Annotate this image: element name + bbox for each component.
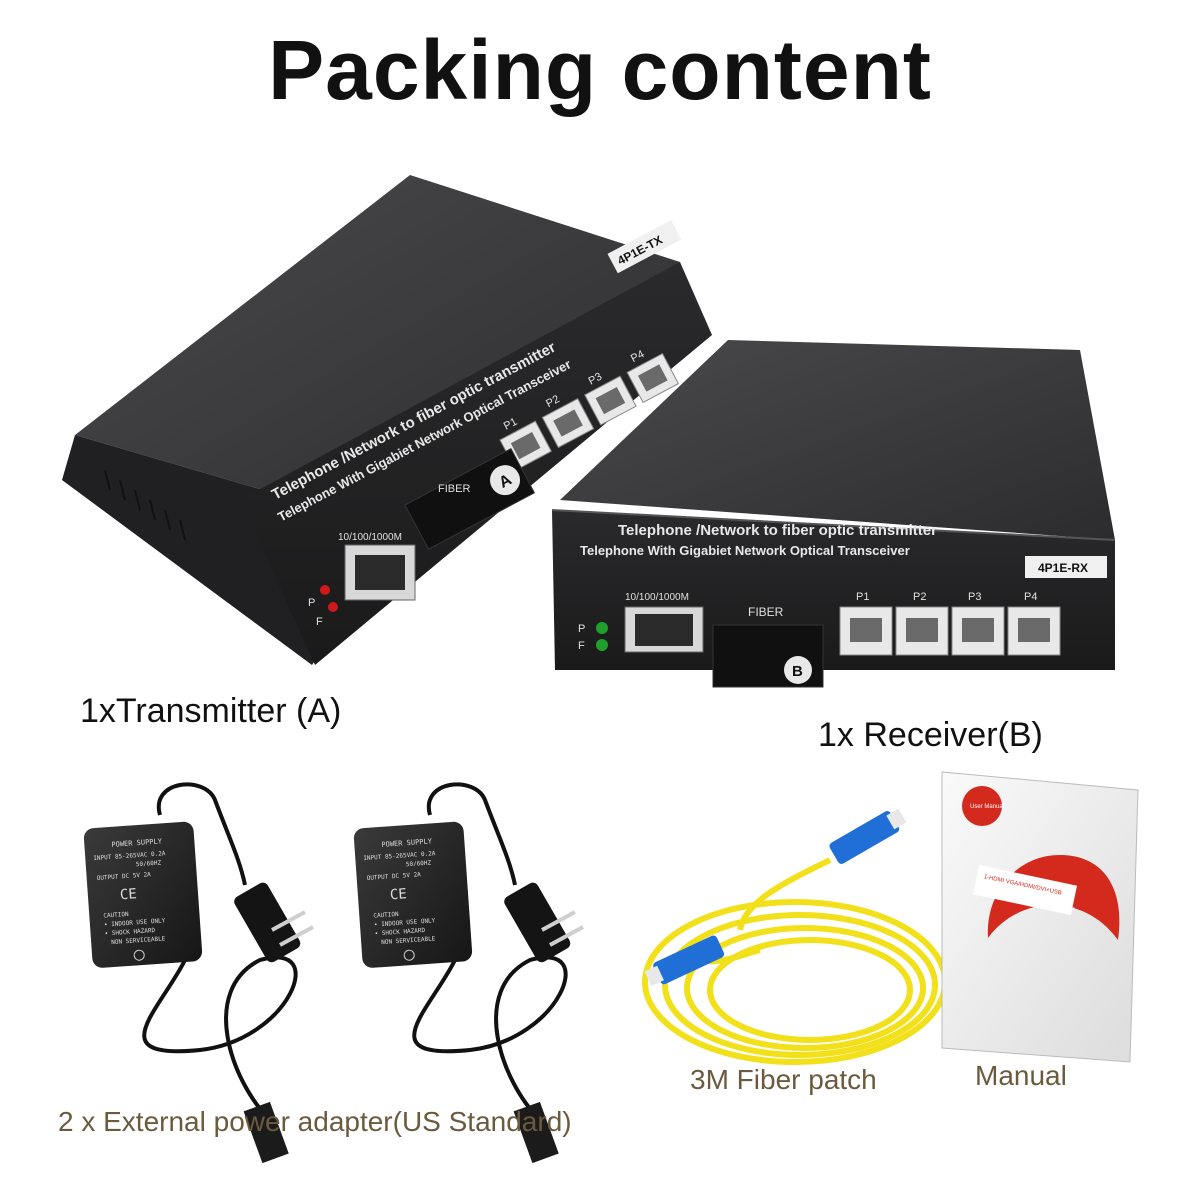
adapter-2-label-8: NON SERVICEABLE [381,935,436,946]
adapter-1-label-4: CE [119,886,137,903]
adapter-1-label-6: • INDOOR USE ONLY [104,917,166,928]
manual-cover [941,771,1139,1063]
adapter-1-plug [234,882,314,963]
transmitter-unit: Telephone /Network to fiber optic transm… [62,175,712,665]
adapter-1-cord-top [156,782,247,886]
adapter-2-body [353,821,473,968]
adapter-1-cord-bottom [142,955,298,1122]
adapter-2-label-7: • SHOCK HAZARD [374,927,425,938]
receiver-led-label-p: P [578,623,585,635]
adapter-1-label-0: POWER SUPPLY [111,837,163,849]
transmitter-model-tag [607,220,682,274]
adapter-2-cord-top [426,782,517,886]
receiver-port-p4 [1007,606,1061,656]
transmitter-top [75,175,680,530]
manual-tag: User Manual [970,804,1004,810]
adapter-2-label-4: CE [389,886,407,903]
receiver-port-label-p1: P1 [856,591,869,603]
user-manual: User Manual 1-HDMI VGA/HDMI/DVI+USB HD F… [941,771,1139,1063]
receiver-led-label-f: F [578,640,585,652]
transmitter-port-label-p2: P2 [544,393,562,410]
transmitter-port-label-p4: P4 [629,348,647,365]
receiver-fiber-label: FIBER [748,605,784,619]
receiver-banner-line2: Telephone With Gigabiet Network Optical … [580,543,910,558]
transmitter-led-power [320,585,330,595]
receiver-led-fiber [596,639,608,651]
adapter-2-cord-bottom [412,955,568,1122]
manual-band [972,864,1078,916]
adapter-1-dc-plug [243,1101,289,1164]
receiver-top [560,340,1115,540]
transmitter-fiber-label: FIBER [438,483,470,495]
receiver-port-label-p2: P2 [913,591,926,603]
transmitter-led-fiber [328,602,338,612]
receiver-banner-line1: Telephone /Network to fiber optic transm… [618,522,937,539]
transmitter-led-label-p: P [308,597,315,609]
transmitter-ethernet-label: 10/100/1000M [338,532,402,543]
receiver-port-p1 [839,606,893,656]
fiber-connector-left [644,935,725,987]
page-title: Packing content [268,23,932,117]
receiver-port-label-p3: P3 [968,591,981,603]
manual-caption: Manual [975,1060,1067,1091]
fiber-patch-caption: 3M Fiber patch [690,1064,877,1095]
receiver-unit: Telephone /Network to fiber optic transm… [551,340,1116,688]
transmitter-fiber-connector: A [404,447,536,550]
receiver-port-p2 [895,606,949,656]
adapter-2-label-2: 50/60HZ [406,859,432,868]
adapter-2-label-0: POWER SUPPLY [381,837,433,849]
transmitter-ethernet-port: 10/100/1000M [338,532,416,601]
receiver-led-power [596,622,608,634]
adapter-1-label-8: NON SERVICEABLE [111,935,166,946]
receiver-ethernet-port [624,606,704,653]
power-adapter-1: POWER SUPPLY INPUT 85-265VAC 0.2A 50/60H… [83,782,314,1164]
receiver-caption: 1x Receiver(B) [818,716,1043,754]
transmitter-port-label-p1: P1 [502,416,520,433]
receiver-port-p3 [951,606,1005,656]
adapter-2-label-5: CAUTION [373,911,399,920]
manual-tag-circle [962,786,1002,826]
receiver-model-label: 4P1E-RX [1038,561,1088,575]
transmitter-led-label-f: F [316,616,323,628]
adapter-1-body [83,821,203,968]
adapter-1-label-2: 50/60HZ [136,859,162,868]
receiver-fiber-badge: B [792,663,803,680]
transmitter-caption: 1xTransmitter (A) [80,692,342,730]
fiber-connector-top [829,808,907,864]
fiber-patch-cable [642,808,948,1065]
transmitter-vents [104,469,186,541]
adapter-2-dc-plug [513,1101,559,1164]
transmitter-port-label-p3: P3 [587,371,605,388]
receiver-port-label-p4: P4 [1024,591,1037,603]
adapter-1-label-5: CAUTION [103,911,129,920]
adapter-1-label-7: • SHOCK HAZARD [104,927,155,938]
adapter-2-plug [504,882,584,963]
adapter-1-label-3: OUTPUT DC 5V 2A [96,871,151,882]
receiver-model-tag [1025,556,1107,578]
adapter-2-label-3: OUTPUT DC 5V 2A [366,871,421,882]
adapter-2-label-6: • INDOOR USE ONLY [374,917,436,928]
receiver-phone-ports: P1 P2 P3 P4 [839,591,1061,656]
power-adapter-2: POWER SUPPLY INPUT 85-265VAC 0.2A 50/60H… [353,782,584,1164]
power-adapter-caption: 2 x External power adapter(US Standard) [58,1106,572,1137]
receiver-fiber-connector: B [712,624,824,688]
receiver-ethernet-label: 10/100/1000M [625,592,689,603]
